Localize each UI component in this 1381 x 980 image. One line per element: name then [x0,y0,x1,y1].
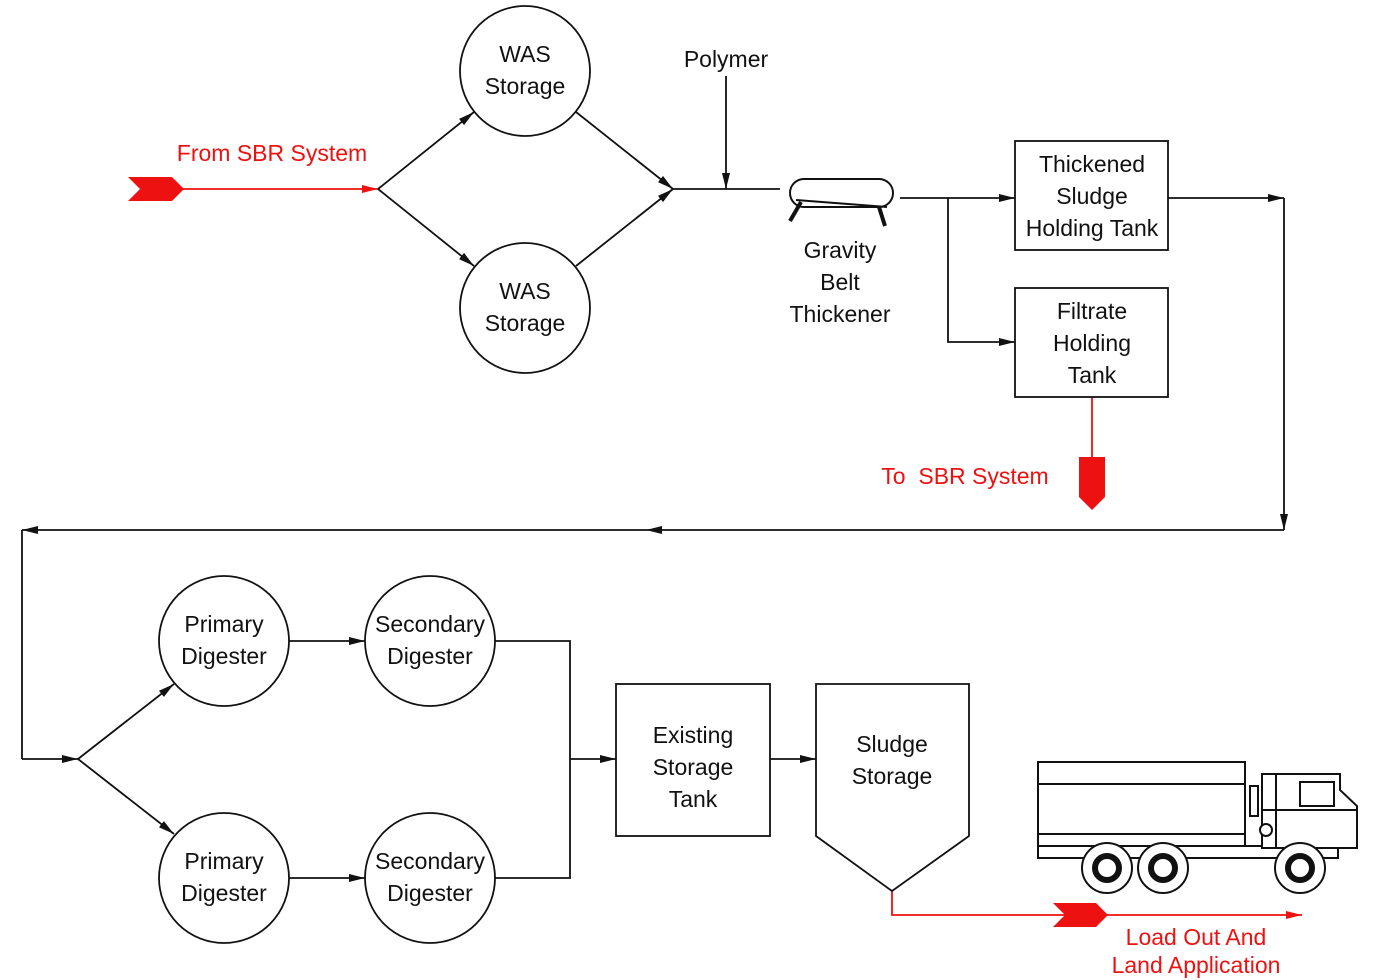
gravity-belt-thickener-label: Gravity Belt Thickener [790,237,891,327]
existing-tank-line-3: Tank [669,786,718,812]
thickened-sludge-holding-tank: Thickened Sludge Holding Tank [1015,141,1168,250]
thickened-tank-line-3: Holding Tank [1026,215,1159,241]
load-out-label-line-1: Load Out And [1126,924,1267,950]
thickened-tank-line-1: Thickened [1039,151,1145,177]
thickener-line-3: Thickener [790,301,891,327]
polymer-label: Polymer [684,46,769,72]
secondary-digester-1-line-1: Secondary [375,611,485,637]
split-to-was-storage-2 [378,189,474,266]
split-to-primary-digester-2 [78,759,174,834]
filtrate-tank-line-3: Tank [1068,362,1117,388]
was-storage-2-line-1: WAS [499,278,551,304]
thickener-line-2: Belt [820,269,860,295]
sludge-storage-hopper: Sludge Storage [816,684,969,891]
secondary-digester-2: Secondary Digester [365,813,495,943]
existing-storage-tank: Existing Storage Tank [616,684,770,836]
existing-tank-line-2: Storage [653,754,734,780]
load-out-label-line-2: Land Application [1112,952,1281,978]
was-storage-2: WAS Storage [460,243,590,373]
to-sbr-tag-icon [1079,457,1105,510]
split-to-primary-digester-1 [78,684,174,759]
primary-digester-1-line-1: Primary [184,611,264,637]
to-filtrate-tank [948,198,1015,342]
primary-digester-2: Primary Digester [159,813,289,943]
was-storage-1-line-2: Storage [485,73,566,99]
from-sbr-label: From SBR System [177,140,367,166]
secondary-2-outlet [494,759,570,878]
to-sbr-label: To SBR System [881,463,1048,489]
was-storage-1-to-merge [576,112,673,189]
thickener-line-1: Gravity [804,237,877,263]
thickened-tank-line-2: Sludge [1056,183,1128,209]
secondary-1-outlet [494,641,570,759]
existing-tank-line-1: Existing [653,722,734,748]
sludge-storage-line-1: Sludge [856,731,928,757]
primary-digester-2-line-2: Digester [181,880,267,906]
primary-digester-1: Primary Digester [159,576,289,706]
sludge-storage-line-2: Storage [852,763,933,789]
secondary-digester-1-line-2: Digester [387,643,473,669]
secondary-digester-2-line-2: Digester [387,880,473,906]
was-storage-1-line-1: WAS [499,41,551,67]
filtrate-tank-line-1: Filtrate [1057,298,1127,324]
was-storage-1: WAS Storage [460,6,590,136]
from-sbr-tag-icon [128,177,184,201]
primary-digester-1-line-2: Digester [181,643,267,669]
secondary-digester-2-line-1: Secondary [375,848,485,874]
truck-icon [1038,762,1357,893]
was-storage-2-to-merge [576,189,673,266]
primary-digester-2-line-1: Primary [184,848,264,874]
was-storage-2-line-2: Storage [485,310,566,336]
filtrate-tank-line-2: Holding [1053,330,1131,356]
gravity-belt-thickener-icon [790,179,893,226]
secondary-digester-1: Secondary Digester [365,576,495,706]
filtrate-holding-tank: Filtrate Holding Tank [1015,288,1168,397]
split-to-was-storage-1 [378,112,474,189]
